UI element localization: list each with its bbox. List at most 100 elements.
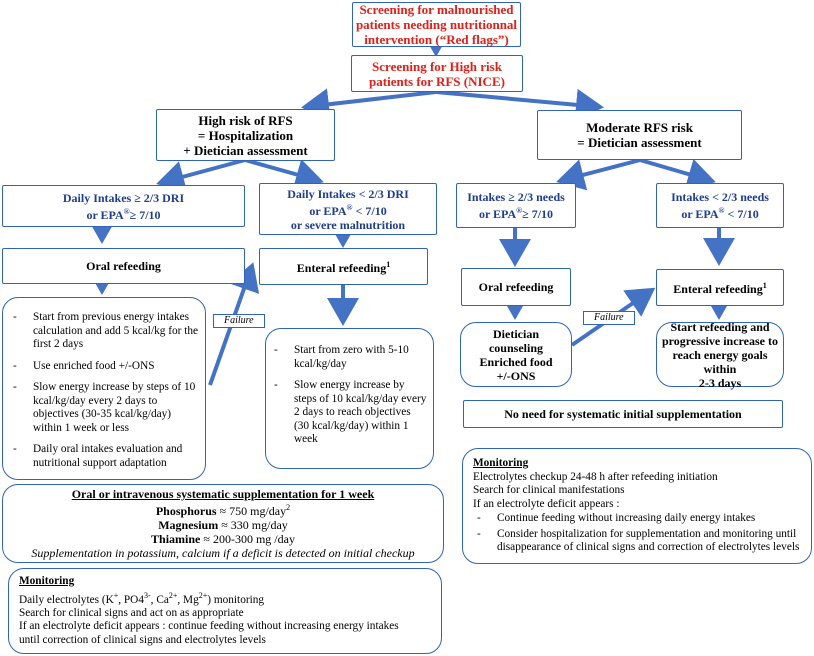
- dietician-line: counseling: [488, 340, 543, 355]
- screening-nice-line: patients for RFS (NICE): [369, 73, 505, 89]
- mr-enteral-line: reach energy goals within: [672, 347, 768, 376]
- monitoring-right-title: Monitoring: [473, 457, 529, 469]
- monitoring-right-box: Monitoring Electrolytes checkup 24-48 h …: [462, 448, 812, 564]
- superscript: 2+: [198, 590, 208, 600]
- dietician-counseling-box: Dietician counseling Enriched food +/-ON…: [460, 322, 572, 387]
- arrow-moderate-to-intake-high: [556, 158, 641, 191]
- text-fragment: , Mg: [177, 593, 199, 606]
- mr-enteral-steps-box: Start refeeding and progressive increase…: [656, 319, 784, 390]
- monitoring-right-list: Continue feeding without increasing dail…: [473, 512, 801, 555]
- oral-refeeding-box: Oral refeeding: [2, 248, 245, 284]
- hr-intake-high-epa: or EPA: [86, 207, 124, 222]
- failure-label-left: Failure: [213, 314, 265, 328]
- superscript: 3-: [144, 590, 151, 600]
- screening-red-flags-line: patients needing nutritionnal: [355, 17, 518, 32]
- hr-intake-high-box: Daily Intakes ≥ 2/3 DRI or EPA®≥ 7/10: [2, 185, 245, 227]
- mr-intake-low-box: Intakes < 2/3 needs or EPA® < 7/10: [656, 183, 784, 228]
- footnote-mark: 1: [386, 260, 391, 269]
- moderate-risk-line: = Dietician assessment: [577, 135, 702, 150]
- monitoring-left-line1: Daily electrolytes (K+, PO43-, Ca2+, Mg2…: [19, 589, 431, 607]
- thiamine-name: Thiamine: [151, 532, 201, 546]
- screening-red-flags-line: Screening for malnourished: [359, 2, 514, 17]
- failure-label-right: Failure: [583, 311, 635, 325]
- hr-intake-low-threshold: < 7/10: [352, 203, 387, 218]
- hr-intake-high-line: Daily Intakes ≥ 2/3 DRI: [62, 190, 185, 205]
- footnote-mark: 1: [762, 281, 767, 290]
- arrow-nice-to-moderate: [435, 88, 604, 121]
- high-risk-line: = Hospitalization: [197, 127, 294, 143]
- mr-intake-high-epa: or EPA: [478, 207, 517, 221]
- mr-oral-refeeding-label: Oral refeeding: [478, 280, 554, 294]
- monitoring-right-line1: Electrolytes checkup 24-48 h after refee…: [473, 470, 718, 483]
- dietician-line: +/-ONS: [496, 368, 536, 383]
- list-item: Daily oral intakes evaluation and nutrit…: [9, 443, 199, 470]
- registered-mark: ®: [346, 202, 353, 212]
- oral-steps-list: Start from previous energy intakes calcu…: [9, 311, 199, 470]
- text-fragment: , Ca: [150, 593, 169, 606]
- monitoring-right-line3: If an electrolyte deficit appears :: [473, 497, 620, 510]
- text-fragment: ) monitoring: [207, 593, 265, 606]
- footnote-mark: 2: [286, 503, 291, 512]
- mr-enteral-line: Start refeeding and: [670, 319, 770, 334]
- screening-red-flags-box: Screening for malnourished patients need…: [352, 2, 521, 47]
- list-item: Start from previous energy intakes calcu…: [9, 311, 199, 352]
- mr-intake-low-epa: or EPA: [681, 207, 719, 221]
- screening-nice-line: Screening for High risk: [372, 58, 502, 74]
- registered-mark: ®: [718, 206, 725, 215]
- magnesium-dose: ≈ 330 mg/day: [218, 518, 288, 532]
- supplementation-box: Oral or intravenous systematic supplemen…: [2, 484, 444, 563]
- monitoring-left-box: Monitoring Daily electrolytes (K+, PO43-…: [8, 568, 442, 654]
- mr-intake-low-threshold: < 7/10: [724, 207, 759, 221]
- monitoring-left-title: Monitoring: [19, 575, 75, 587]
- phosphorus-name: Phosphorus: [155, 504, 217, 518]
- list-item: Slow energy increase by steps of 10 kcal…: [270, 379, 427, 447]
- phosphorus-dose: ≈ 750 mg/day: [216, 504, 287, 518]
- screening-red-flags-line: intervention (“Red flags”): [364, 32, 509, 47]
- enteral-refeeding-label: Enteral refeeding: [296, 261, 387, 275]
- moderate-risk-line: Moderate RFS risk: [586, 120, 693, 135]
- moderate-risk-box: Moderate RFS risk = Dietician assessment: [537, 110, 742, 160]
- mr-enteral-line: 2-3 days: [698, 375, 742, 390]
- dietician-line: Dietician: [493, 326, 539, 341]
- hr-intake-low-line: or severe malnutrition: [290, 217, 406, 232]
- hr-intake-low-line: Daily Intakes < 2/3 DRI: [287, 186, 409, 201]
- thiamine-dose: ≈ 200-300 mg /day: [200, 532, 295, 546]
- high-risk-line: + Dietician assessment: [183, 142, 308, 158]
- oral-steps-box: Start from previous energy intakes calcu…: [2, 297, 206, 480]
- monitoring-left-line4: until correction of clinical signs and e…: [19, 633, 266, 646]
- magnesium-name: Magnesium: [158, 518, 219, 532]
- enteral-steps-list: Start from zero with 5-10 kcal/kg/day Sl…: [270, 344, 427, 447]
- list-item: Use enriched food +/-ONS: [9, 360, 199, 374]
- oral-refeeding-label: Oral refeeding: [86, 259, 161, 273]
- superscript: 2+: [168, 590, 178, 600]
- dietician-line: Enriched food: [479, 354, 553, 369]
- supplementation-title: Oral or intravenous systematic supplemen…: [71, 487, 375, 501]
- superscript: +: [113, 590, 119, 600]
- arrow-high-risk-to-intake-low: [244, 158, 324, 190]
- no-supplementation-box: No need for systematic initial supplemen…: [463, 400, 783, 428]
- list-item: Slow energy increase by steps of 10 kcal…: [9, 381, 199, 435]
- high-risk-line: High risk of RFS: [198, 112, 293, 128]
- high-risk-box: High risk of RFS = Hospitalization + Die…: [156, 109, 335, 161]
- list-item: Consider hospitalization for supplementa…: [473, 528, 801, 555]
- mr-oral-refeeding-box: Oral refeeding: [461, 268, 571, 306]
- mr-intake-high-threshold: ≥ 7/10: [522, 207, 554, 221]
- list-item: Start from zero with 5-10 kcal/kg/day: [270, 344, 427, 371]
- mr-enteral-refeeding-label: Enteral refeeding: [673, 282, 763, 296]
- list-item: Continue feeding without increasing dail…: [473, 512, 801, 526]
- mr-enteral-refeeding-box: Enteral refeeding1: [656, 269, 784, 306]
- hr-intake-low-box: Daily Intakes < 2/3 DRI or EPA® < 7/10 o…: [259, 183, 437, 235]
- monitoring-left-line3: If an electrolyte deficit appears : cont…: [19, 620, 399, 633]
- enteral-steps-box: Start from zero with 5-10 kcal/kg/day Sl…: [265, 328, 434, 469]
- mr-intake-high-line: Intakes ≥ 2/3 needs: [467, 190, 565, 204]
- mr-intake-high-box: Intakes ≥ 2/3 needs or EPA®≥ 7/10: [456, 183, 576, 228]
- screening-nice-box: Screening for High risk patients for RFS…: [351, 55, 523, 92]
- text-fragment: Daily electrolytes (K: [19, 593, 114, 606]
- enteral-refeeding-box: Enteral refeeding1: [259, 248, 428, 285]
- mr-intake-low-line: Intakes < 2/3 needs: [671, 190, 769, 204]
- registered-mark: ®: [123, 206, 130, 216]
- hr-intake-high-threshold: ≥ 7/10: [129, 207, 161, 222]
- text-fragment: , PO4: [118, 593, 144, 606]
- supplementation-note: Supplementation in potassium, calcium if…: [31, 546, 415, 560]
- monitoring-right-line2: Search for clinical manifestations: [473, 484, 625, 496]
